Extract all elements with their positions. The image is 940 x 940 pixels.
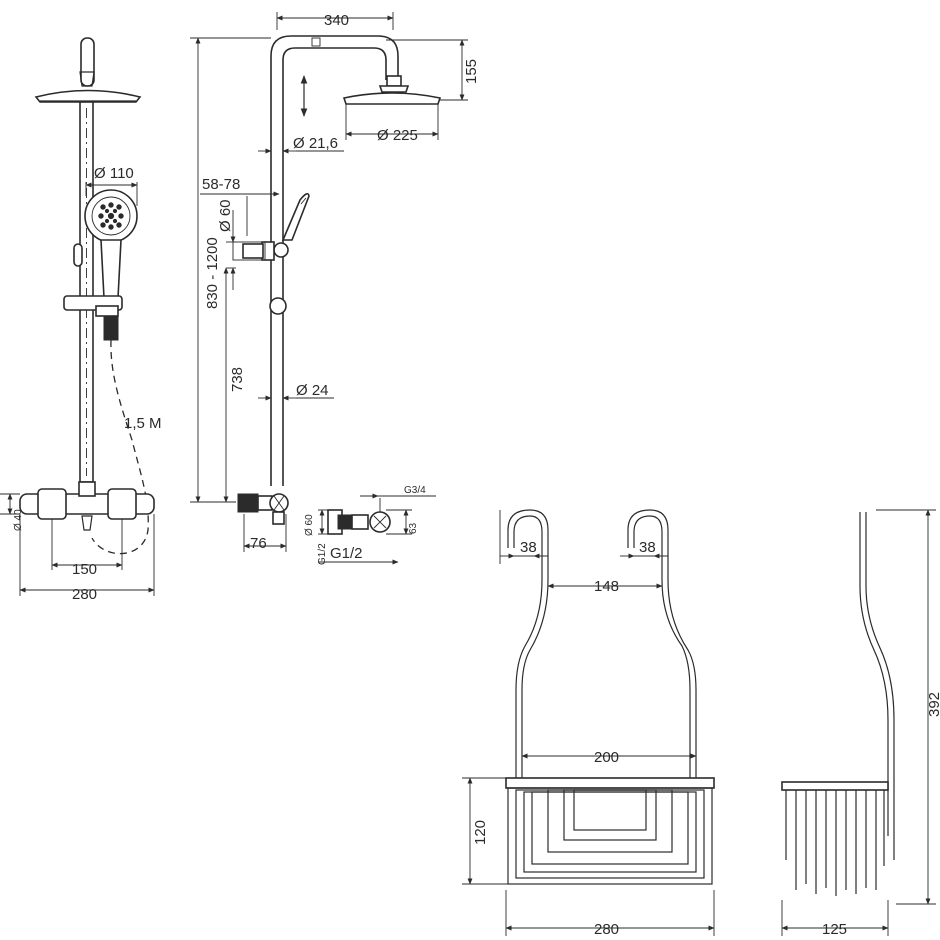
hook-left-label: 38 bbox=[520, 539, 537, 556]
hook-right-label: 38 bbox=[639, 539, 656, 556]
wall-plate-diameter-label: Ø 60 bbox=[217, 199, 234, 232]
total-height-label: 830 - 1200 bbox=[204, 237, 221, 309]
basket-depth-label: 125 bbox=[822, 921, 847, 938]
inlet-diameter-label: Ø 60 bbox=[304, 514, 315, 536]
mixer-projection-label: 76 bbox=[250, 535, 267, 552]
hook-spacing-label: 148 bbox=[594, 578, 619, 595]
pipe-lower-diameter-label: Ø 24 bbox=[296, 382, 329, 399]
hose-length-label: 1,5 M bbox=[124, 415, 162, 432]
basket-total-height-label: 392 bbox=[926, 692, 940, 717]
inlet-height-label: 63 bbox=[408, 522, 419, 534]
inlet-thread-side-label: G1/2 bbox=[317, 543, 328, 565]
inlet-thread-top-label: G3/4 bbox=[404, 485, 426, 496]
head-diameter-label: Ø 225 bbox=[377, 127, 418, 144]
inner-width-label: 200 bbox=[594, 749, 619, 766]
hand-shower-diameter-label: Ø 110 bbox=[94, 165, 134, 182]
shower-side-view: 340 155 Ø 225 Ø 21,6 830 - 1200 58-78 bbox=[190, 12, 480, 552]
pipe-upper-diameter-label: Ø 21,6 bbox=[293, 135, 338, 152]
basket-width-label: 280 bbox=[594, 921, 619, 938]
bracket-range-label: 58-78 bbox=[202, 176, 240, 193]
basket-front-view: 38 38 148 200 120 280 bbox=[462, 509, 715, 938]
overhead-drop-label: 155 bbox=[463, 59, 480, 84]
inlet-detail: Ø 60 G1/2 G1/2 G3/4 63 bbox=[304, 485, 436, 565]
shower-front-view: 1,5 M Ø 110 150 280 Ø 40 bbox=[0, 37, 162, 603]
overhead-width-label: 340 bbox=[324, 12, 349, 29]
mixer-centres-label: 150 bbox=[72, 561, 97, 578]
mixer-width-label: 280 bbox=[72, 586, 97, 603]
basket-height-label: 120 bbox=[472, 820, 489, 845]
mixer-diameter-label: Ø 40 bbox=[13, 509, 24, 531]
bracket-height-label: 738 bbox=[229, 367, 246, 392]
basket-side-view: 392 125 bbox=[781, 509, 940, 938]
inlet-thread-bottom-label: G1/2 bbox=[330, 545, 363, 562]
